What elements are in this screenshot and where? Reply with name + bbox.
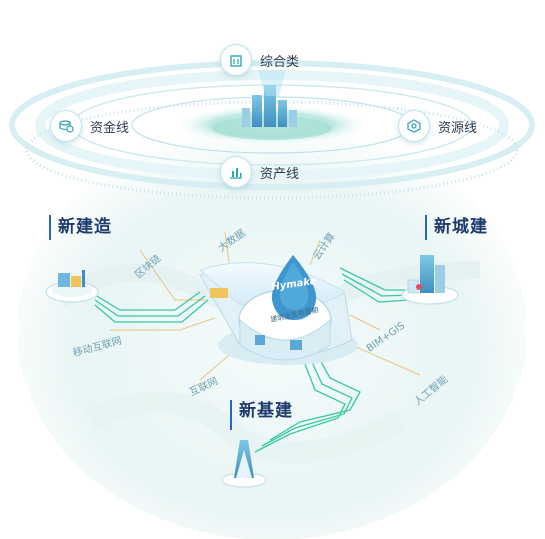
category-new-urban: 新城建 (434, 217, 488, 237)
construction-platform-icon (45, 270, 99, 303)
outer-ring (9, 60, 535, 190)
resources-item: 资源线 (398, 110, 477, 142)
top-city-icon (242, 70, 297, 127)
cube-icon (398, 110, 430, 142)
assets-item: 资产线 (220, 156, 299, 188)
infrastructure-tower-icon (221, 440, 267, 488)
bar-chart-icon (220, 156, 252, 188)
category-new-infrastructure: 新基建 (239, 401, 293, 421)
building-icon (220, 44, 252, 76)
resources-label: 资源线 (438, 120, 478, 136)
hub-platform (199, 255, 358, 365)
comprehensive-item: 综合类 (220, 44, 299, 76)
category-new-construction: 新建造 (58, 217, 112, 237)
funds-item: 资金线 (50, 110, 129, 142)
funds-label: 资金线 (90, 120, 130, 136)
coins-icon (50, 110, 82, 142)
assets-label: 资产线 (260, 166, 300, 182)
comprehensive-label: 综合类 (260, 54, 300, 70)
city-buildings-icon (401, 255, 459, 305)
